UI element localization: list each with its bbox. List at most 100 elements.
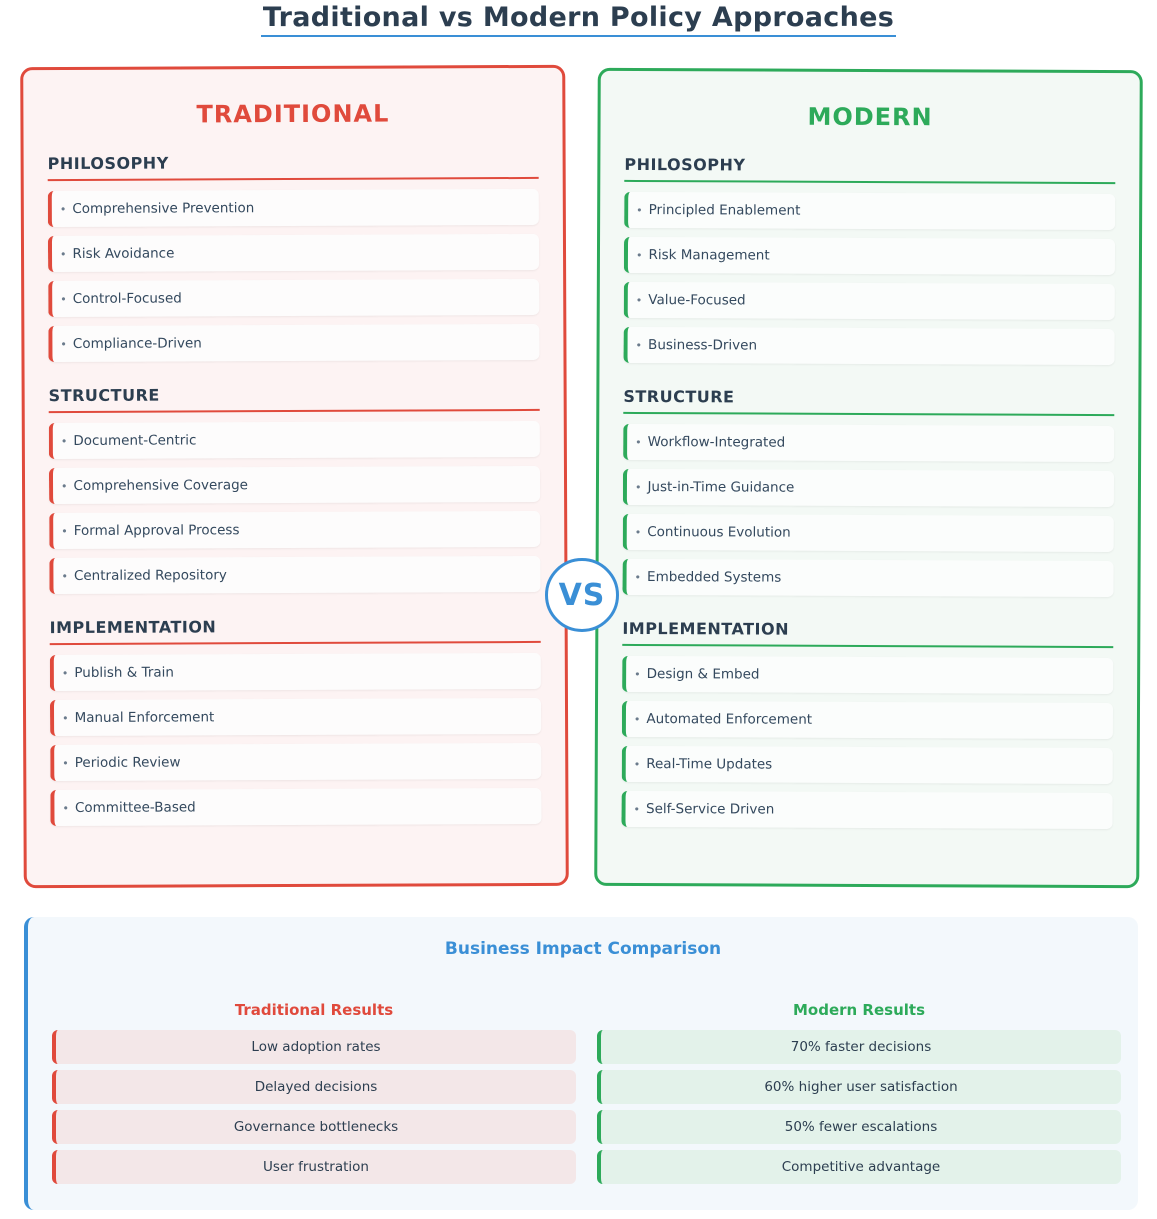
modern-panel: MODERN PHILOSOPHY • Principled Enablement… — [594, 67, 1143, 889]
bullet-icon: • — [60, 337, 67, 351]
item-label: Real-Time Updates — [646, 756, 773, 773]
bullet-icon: • — [634, 525, 642, 539]
list-item: • Just-in-Time Guidance — [622, 468, 1115, 508]
result-item: Low adoption rates — [52, 1030, 576, 1064]
item-label: Periodic Review — [74, 754, 181, 771]
item-label: Workflow-Integrated — [647, 434, 786, 451]
list-item: • Compliance-Driven — [48, 323, 540, 363]
traditional-section-implementation: IMPLEMENTATION •Publish & Train • Manual … — [49, 615, 542, 827]
page-title: Traditional vs Modern Policy Approaches — [0, 2, 1157, 37]
bullet-icon: • — [62, 711, 69, 725]
section-title: STRUCTURE — [623, 386, 1115, 417]
list-item: • Principled Enablement — [624, 191, 1116, 231]
bullet-icon: • — [61, 666, 69, 680]
bullet-icon: • — [633, 757, 641, 771]
list-item: • Business-Driven — [623, 326, 1115, 366]
list-item: • Self-Service Driven — [621, 790, 1113, 830]
item-label: Manual Enforcement — [74, 709, 215, 726]
item-label: Committee-Based — [74, 799, 196, 816]
bullet-icon: • — [61, 569, 68, 583]
list-item: •Comprehensive Coverage — [48, 465, 541, 505]
list-item: • Comprehensive Prevention — [47, 188, 539, 228]
modern-heading: MODERN — [807, 102, 933, 132]
section-title: PHILOSOPHY — [624, 154, 1116, 185]
list-item: • Centralized Repository — [49, 555, 541, 595]
bullet-icon: • — [59, 247, 67, 261]
list-item: • Automated Enforcement — [621, 700, 1114, 740]
item-label: Compliance-Driven — [72, 335, 202, 352]
section-title: STRUCTURE — [48, 383, 540, 414]
bullet-icon: • — [60, 434, 68, 448]
impact-title: Business Impact Comparison — [444, 939, 722, 959]
item-label: Centralized Repository — [73, 567, 227, 584]
list-item: • Embedded Systems — [622, 558, 1114, 598]
item-label: Business-Driven — [648, 337, 758, 354]
bullet-icon: • — [634, 480, 642, 494]
section-title: IMPLEMENTATION — [49, 615, 541, 646]
traditional-results: Traditional Results Low adoption rates D… — [52, 999, 576, 1190]
item-label: Risk Avoidance — [72, 245, 175, 262]
vs-badge: VS — [545, 558, 619, 632]
item-label: Automated Enforcement — [646, 711, 813, 728]
modern-section-philosophy: PHILOSOPHY • Principled Enablement • Risk … — [623, 154, 1116, 366]
bullet-icon: • — [635, 293, 643, 307]
list-item: • Manual Enforcement — [49, 697, 542, 737]
list-item: • Document-Centric — [48, 420, 540, 460]
bullet-icon: • — [635, 248, 643, 262]
item-label: Embedded Systems — [647, 569, 782, 586]
item-label: Risk Management — [648, 247, 770, 264]
item-label: Just-in-Time Guidance — [647, 479, 795, 496]
list-item: • Design & Embed — [622, 655, 1114, 695]
item-label: Control-Focused — [72, 290, 182, 307]
traditional-section-structure: STRUCTURE • Document-Centric •Comprehensi… — [48, 383, 541, 595]
bullet-icon: • — [62, 801, 69, 815]
list-item: • Risk Avoidance — [47, 233, 540, 273]
traditional-panel: TRADITIONAL PHILOSOPHY • Comprehensive Pr… — [20, 64, 569, 889]
traditional-results-title: Traditional Results — [234, 1001, 394, 1019]
item-label: Value-Focused — [648, 292, 746, 309]
item-label: Comprehensive Prevention — [72, 200, 255, 217]
modern-section-implementation: IMPLEMENTATION • Design & Embed • Automate… — [621, 618, 1114, 830]
result-item: Competitive advantage — [597, 1150, 1121, 1184]
item-label: Document-Centric — [73, 432, 197, 449]
list-item: • Workflow-Integrated — [623, 423, 1115, 463]
bullet-icon: • — [636, 203, 643, 217]
bullet-icon: • — [635, 435, 642, 449]
bullet-icon: • — [633, 802, 641, 816]
item-label: Formal Approval Process — [73, 522, 240, 539]
modern-results: Modern Results 70% faster decisions 60% … — [597, 999, 1121, 1190]
item-label: Continuous Evolution — [647, 524, 791, 541]
bullet-icon: • — [635, 338, 643, 352]
traditional-heading: TRADITIONAL — [196, 99, 390, 129]
item-label: Design & Embed — [646, 666, 760, 683]
section-title: PHILOSOPHY — [47, 151, 539, 182]
result-item: User frustration — [52, 1150, 576, 1184]
list-item: • Periodic Review — [50, 742, 542, 782]
list-item: • Committee-Based — [50, 787, 542, 827]
page-title-text: Traditional vs Modern Policy Approaches — [260, 2, 897, 37]
result-item: Delayed decisions — [52, 1070, 576, 1104]
list-item: • Continuous Evolution — [622, 513, 1114, 553]
bullet-icon: • — [634, 570, 642, 584]
result-item: 60% higher user satisfaction — [597, 1070, 1121, 1104]
traditional-section-philosophy: PHILOSOPHY • Comprehensive Prevention • Ri… — [47, 151, 540, 363]
result-item: 70% faster decisions — [597, 1030, 1121, 1064]
result-item: Governance bottlenecks — [52, 1110, 576, 1144]
list-item: •Publish & Train — [49, 652, 541, 692]
list-item: • Value-Focused — [623, 281, 1115, 321]
bullet-icon: • — [60, 292, 67, 306]
bullet-icon: • — [634, 667, 641, 681]
section-title: IMPLEMENTATION — [622, 618, 1114, 649]
bullet-icon: • — [633, 712, 641, 726]
list-item: • Risk Management — [623, 236, 1116, 276]
modern-results-title: Modern Results — [792, 1001, 925, 1019]
list-item: • Real-Time Updates — [621, 745, 1113, 785]
bullet-icon: • — [62, 756, 69, 770]
business-impact-panel: Business Impact Comparison Traditional R… — [24, 917, 1138, 1210]
result-item: 50% fewer escalations — [597, 1110, 1121, 1144]
item-label: Principled Enablement — [648, 202, 801, 219]
item-label: Self-Service Driven — [646, 801, 775, 818]
modern-section-structure: STRUCTURE • Workflow-Integrated • Just-in-… — [622, 386, 1115, 598]
bullet-icon: • — [59, 202, 67, 216]
bullet-icon: • — [61, 524, 68, 538]
